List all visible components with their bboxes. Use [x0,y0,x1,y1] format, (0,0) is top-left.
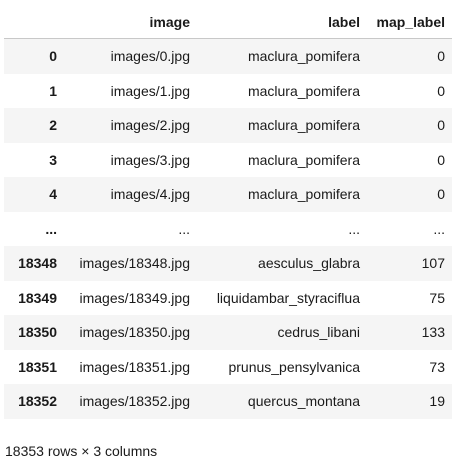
cell-map-label: 19 [429,393,445,410]
cell-image: images/18351.jpg [79,358,190,375]
cell-label: maclura_pomifera [247,186,360,203]
dataframe-table: image label map_label 0 images/0.jpg mac… [4,5,452,419]
row-index: 4 [49,186,57,203]
cell-label: maclura_pomifera [247,151,360,168]
cell-map-label: 0 [437,117,445,134]
cell-image: images/18348.jpg [79,255,190,272]
table-header: image label map_label [4,5,452,39]
table-row: 18350 images/18350.jpg cedrus_libani 133 [4,315,452,350]
table-row: 4 images/4.jpg maclura_pomifera 0 [4,177,452,212]
cell-image: images/1.jpg [110,82,190,99]
cell-label: liquidambar_styraciflua [216,289,360,306]
cell-map-label: 133 [421,324,445,341]
cell-label: aesculus_glabra [258,255,360,272]
cell-label: maclura_pomifera [247,48,360,65]
cell-map-label: 75 [429,289,445,306]
table-body: 0 images/0.jpg maclura_pomifera 0 1 imag… [4,38,452,419]
table-row: 3 images/3.jpg maclura_pomifera 0 [4,142,452,177]
cell-image: ... [178,220,190,237]
cell-map-label: 0 [437,48,445,65]
row-index: 0 [49,48,57,65]
column-header-map-label: map_label [367,5,452,39]
table-row: 18348 images/18348.jpg aesculus_glabra 1… [4,246,452,281]
cell-image: images/18352.jpg [79,393,190,410]
cell-map-label: 0 [437,186,445,203]
row-index: 18351 [18,358,57,375]
dataframe-shape-text: 18353 rows × 3 columns [5,443,158,459]
cell-label: quercus_montana [247,393,360,410]
index-header [4,5,64,39]
cell-map-label: 0 [437,151,445,168]
ellipsis-row: ... ... ... ... [4,211,452,246]
header-row: image label map_label [4,5,452,39]
cell-image: images/4.jpg [110,186,190,203]
row-index: 2 [49,117,57,134]
row-index: 18348 [18,255,57,272]
cell-image: images/0.jpg [110,48,190,65]
cell-image: images/18349.jpg [79,289,190,306]
cell-map-label: ... [433,220,445,237]
cell-label: prunus_pensylvanica [228,358,360,375]
column-header-image: image [64,5,197,39]
cell-label: maclura_pomifera [247,117,360,134]
table-row: 18349 images/18349.jpg liquidambar_styra… [4,280,452,315]
row-index: 1 [49,82,57,99]
row-index: ... [45,220,57,237]
row-index: 18349 [18,289,57,306]
table-row: 1 images/1.jpg maclura_pomifera 0 [4,73,452,108]
row-index: 3 [49,151,57,168]
table-row: 18352 images/18352.jpg quercus_montana 1… [4,384,452,419]
cell-map-label: 0 [437,82,445,99]
cell-label: ... [348,220,360,237]
cell-map-label: 107 [421,255,445,272]
table-row: 0 images/0.jpg maclura_pomifera 0 [4,38,452,74]
row-index: 18352 [18,393,57,410]
column-header-label: label [197,5,367,39]
cell-map-label: 73 [429,358,445,375]
table-row: 2 images/2.jpg maclura_pomifera 0 [4,108,452,143]
cell-image: images/3.jpg [110,151,190,168]
table-row: 18351 images/18351.jpg prunus_pensylvani… [4,349,452,384]
cell-label: maclura_pomifera [247,82,360,99]
row-index: 18350 [18,324,57,341]
cell-image: images/2.jpg [110,117,190,134]
cell-label: cedrus_libani [277,324,361,341]
cell-image: images/18350.jpg [79,324,190,341]
